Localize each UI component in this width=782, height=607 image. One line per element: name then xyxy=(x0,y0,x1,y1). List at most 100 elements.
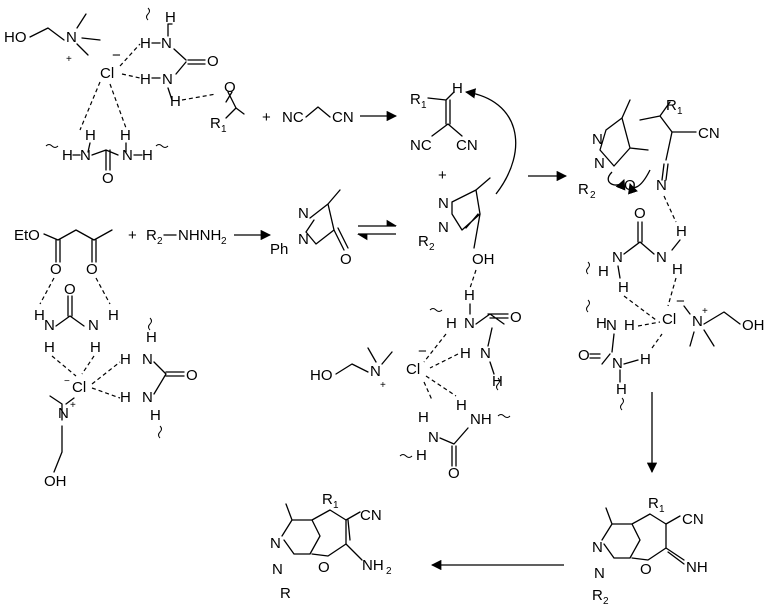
substituent-label: Ph xyxy=(270,241,288,258)
nitrile-label: CN xyxy=(682,511,704,528)
atom-label: H xyxy=(464,287,475,304)
substituent-label: R xyxy=(410,91,421,108)
atom-label: O xyxy=(578,347,590,364)
atom-label: H xyxy=(456,397,467,414)
atom-label: O xyxy=(50,261,62,278)
plus-sign: + xyxy=(438,167,447,184)
atom-label: N xyxy=(592,131,603,148)
atom-label: H xyxy=(418,409,429,426)
ammonium-label: N xyxy=(692,313,703,330)
chloride-label: Cl xyxy=(662,311,676,328)
substituent-label: R xyxy=(578,181,589,198)
ammonium-label: N xyxy=(66,29,77,46)
atom-label: O xyxy=(86,261,98,278)
atom-label: N xyxy=(272,561,283,578)
atom-label: H xyxy=(150,407,161,424)
atom-label: H xyxy=(85,127,96,144)
atom-label: N xyxy=(438,219,449,236)
atom-label: H xyxy=(44,339,55,356)
atom-label: O xyxy=(634,205,646,222)
atom-label: H xyxy=(672,261,683,278)
hydroxyl-label: OH xyxy=(472,251,495,268)
substituent-label: R xyxy=(592,587,603,604)
chloride-label: Cl xyxy=(406,361,420,378)
atom-label: N xyxy=(594,565,605,582)
equilibrium-arrows xyxy=(356,219,398,241)
atom-label: N xyxy=(270,535,281,552)
atom-label: H xyxy=(598,263,609,280)
substituent-label: R xyxy=(418,233,429,250)
atom-label: NH xyxy=(470,411,492,428)
atom-label: O xyxy=(640,561,652,578)
hydrazine-label: NHNH xyxy=(178,227,221,244)
substituent-label: R xyxy=(280,585,291,602)
atom-label: H xyxy=(452,80,463,97)
substituent-label: R xyxy=(322,491,333,508)
atom-label: O xyxy=(510,309,522,326)
atom-label: H xyxy=(165,9,176,26)
atom-label: N xyxy=(162,71,173,88)
subscript: 1 xyxy=(677,106,683,117)
atom-label: N xyxy=(142,351,153,368)
atom-label: N xyxy=(656,177,667,194)
chloride-label: Cl xyxy=(100,65,114,82)
atom-label: O xyxy=(64,281,76,298)
atom-label: N xyxy=(606,317,617,334)
atom-label: O xyxy=(186,367,198,384)
atom-label: N xyxy=(142,389,153,406)
atom-label: H xyxy=(120,351,131,368)
subscript: 1 xyxy=(333,500,339,511)
imine-intermediate: N N R 2 R 1 O CN NH xyxy=(592,495,708,607)
plus-sign: + xyxy=(128,227,137,244)
charge-label: − xyxy=(418,343,427,360)
acetoacetate-urea-complex: EtO O O H H N N O H H Cl − H H N N O H H… xyxy=(14,227,198,490)
atom-label: N xyxy=(161,35,172,52)
atom-label: N xyxy=(44,317,55,334)
cyclization-intermediate: N N R 2 R 1 CN N O H N H O N H H Cl − N … xyxy=(578,97,765,411)
choline-urea-complex-middle: H N H O N H H HO N + Cl − H H N NH O H xyxy=(310,269,522,482)
subscript: 2 xyxy=(221,236,227,247)
atom-label: N xyxy=(298,205,309,222)
atom-label: H xyxy=(416,447,427,464)
ester-label: EtO xyxy=(14,227,40,244)
subscript: 1 xyxy=(221,124,227,135)
atom-label: H xyxy=(120,127,131,144)
atom-label: H xyxy=(596,315,607,332)
charge-label: + xyxy=(380,380,386,391)
charge-label: − xyxy=(112,47,121,64)
atom-label: HO xyxy=(4,29,27,46)
atom-label: N xyxy=(298,231,309,248)
charge-label: + xyxy=(702,306,708,317)
atom-label: H xyxy=(108,307,119,324)
atom-label: H xyxy=(616,381,627,398)
substituent-label: R xyxy=(648,495,659,512)
atom-label: H xyxy=(676,223,687,240)
malononitrile: NC CN xyxy=(282,106,354,126)
atom-label: N xyxy=(612,355,623,372)
atom-label: H xyxy=(34,307,45,324)
charge-label: − xyxy=(676,293,685,310)
charge-label: + xyxy=(70,400,76,411)
charge-label: + xyxy=(66,54,72,65)
atom-label: H xyxy=(146,329,157,346)
nitrile-label: CN xyxy=(456,137,478,154)
atom-label: N xyxy=(80,147,91,164)
subscript: 2 xyxy=(603,596,609,607)
atom-label: N xyxy=(480,345,491,362)
amine-label: NH xyxy=(362,557,384,574)
hydroxyl-label: HO xyxy=(310,367,333,384)
atom-label: N xyxy=(592,539,603,556)
nitrile-label: CN xyxy=(332,109,354,126)
atom-label: H xyxy=(120,389,131,406)
choline-urea-complex-top: HO N + Cl − H N H O N H H H H N N O H H … xyxy=(4,7,245,187)
subscript: 2 xyxy=(157,236,163,247)
hydroxyl-label: OH xyxy=(742,317,765,334)
atom-label: N xyxy=(122,147,133,164)
plus-sign: + xyxy=(262,109,271,126)
atom-label: H xyxy=(618,279,629,296)
subscript: 2 xyxy=(590,190,596,201)
nitrile-label: CN xyxy=(360,507,382,524)
phenyl-pyrazolone: N N Ph O xyxy=(270,189,352,268)
atom-label: O xyxy=(102,170,114,187)
chloride-label: Cl xyxy=(72,379,86,396)
